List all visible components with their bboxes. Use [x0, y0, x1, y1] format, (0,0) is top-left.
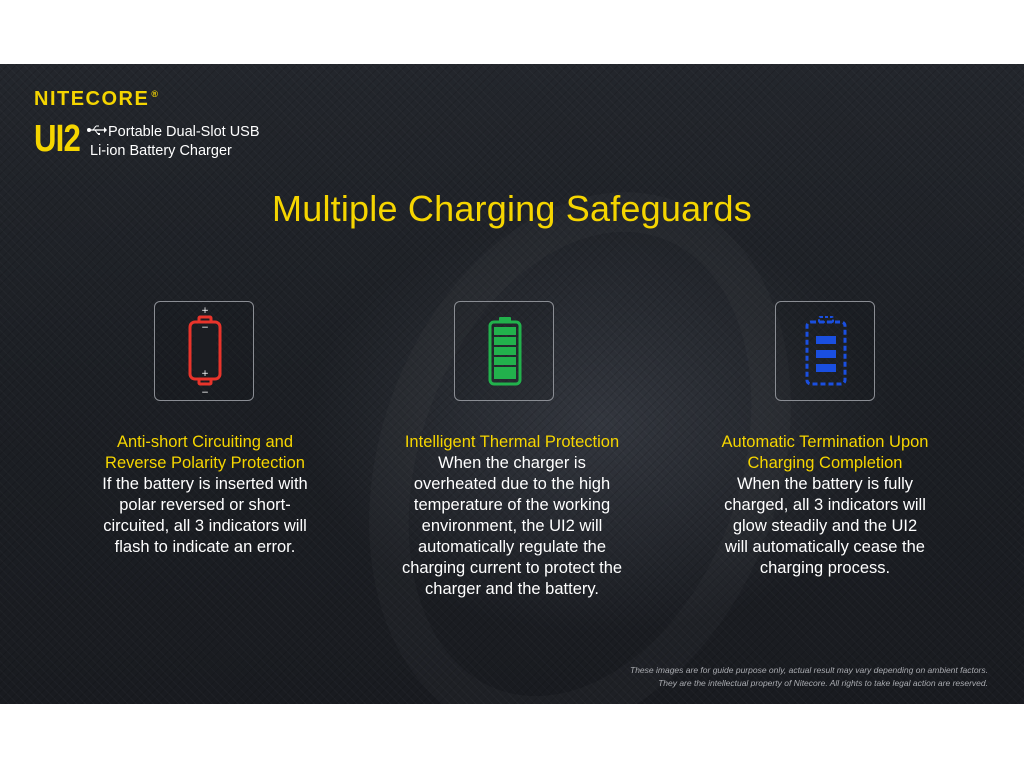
nitecore-logo: NITECORE® [34, 88, 159, 111]
registered-mark: ® [151, 89, 160, 100]
feature-title: Anti-short Circuiting and Reverse Polari… [105, 433, 305, 472]
battery-full-green-icon [488, 317, 522, 386]
battery-reverse-polarity-icon: + − + − [188, 306, 222, 398]
reverse-polarity-icon-box: + − + − [154, 301, 254, 401]
logo-text: NITECORE [34, 88, 150, 110]
battery-three-bars-blue-icon [805, 316, 847, 386]
page-title: Multiple Charging Safeguards [272, 188, 752, 229]
feature-title: Automatic Termination Upon Charging Comp… [721, 433, 929, 472]
legal-disclaimer: These images are for guide purpose only,… [630, 664, 988, 690]
tagline-line-2: Li-ion Battery Charger [90, 143, 232, 159]
feature-description: When the charger is overheated due to th… [401, 454, 623, 598]
product-banner: NITECORE® UI2 Portable Dual-Slot USB Li-… [0, 64, 1024, 704]
tagline-line-1: Portable Dual-Slot USB [108, 124, 260, 140]
disclaimer-line-2: They are the intellectual property of Ni… [658, 678, 988, 688]
svg-text:−: − [201, 388, 209, 398]
usb-icon [87, 125, 107, 135]
feature-reverse-polarity: Anti-short Circuiting and Reverse Polari… [62, 432, 348, 558]
thermal-protection-icon-box [454, 301, 554, 401]
svg-text:+: + [201, 306, 209, 316]
feature-thermal-protection: Intelligent Thermal Protection When the … [364, 432, 660, 600]
model-name: UI2 [34, 118, 81, 160]
svg-text:−: − [201, 323, 209, 333]
disclaimer-line-1: These images are for guide purpose only,… [630, 665, 988, 675]
svg-text:+: + [201, 369, 209, 379]
feature-description: When the battery is fully charged, all 3… [724, 475, 926, 577]
auto-termination-icon-box [775, 301, 875, 401]
product-tagline: Portable Dual-Slot USB Li-ion Battery Ch… [90, 123, 260, 161]
feature-auto-termination: Automatic Termination Upon Charging Comp… [684, 432, 966, 579]
feature-title: Intelligent Thermal Protection [404, 433, 620, 451]
feature-description: If the battery is inserted with polar re… [102, 475, 308, 556]
